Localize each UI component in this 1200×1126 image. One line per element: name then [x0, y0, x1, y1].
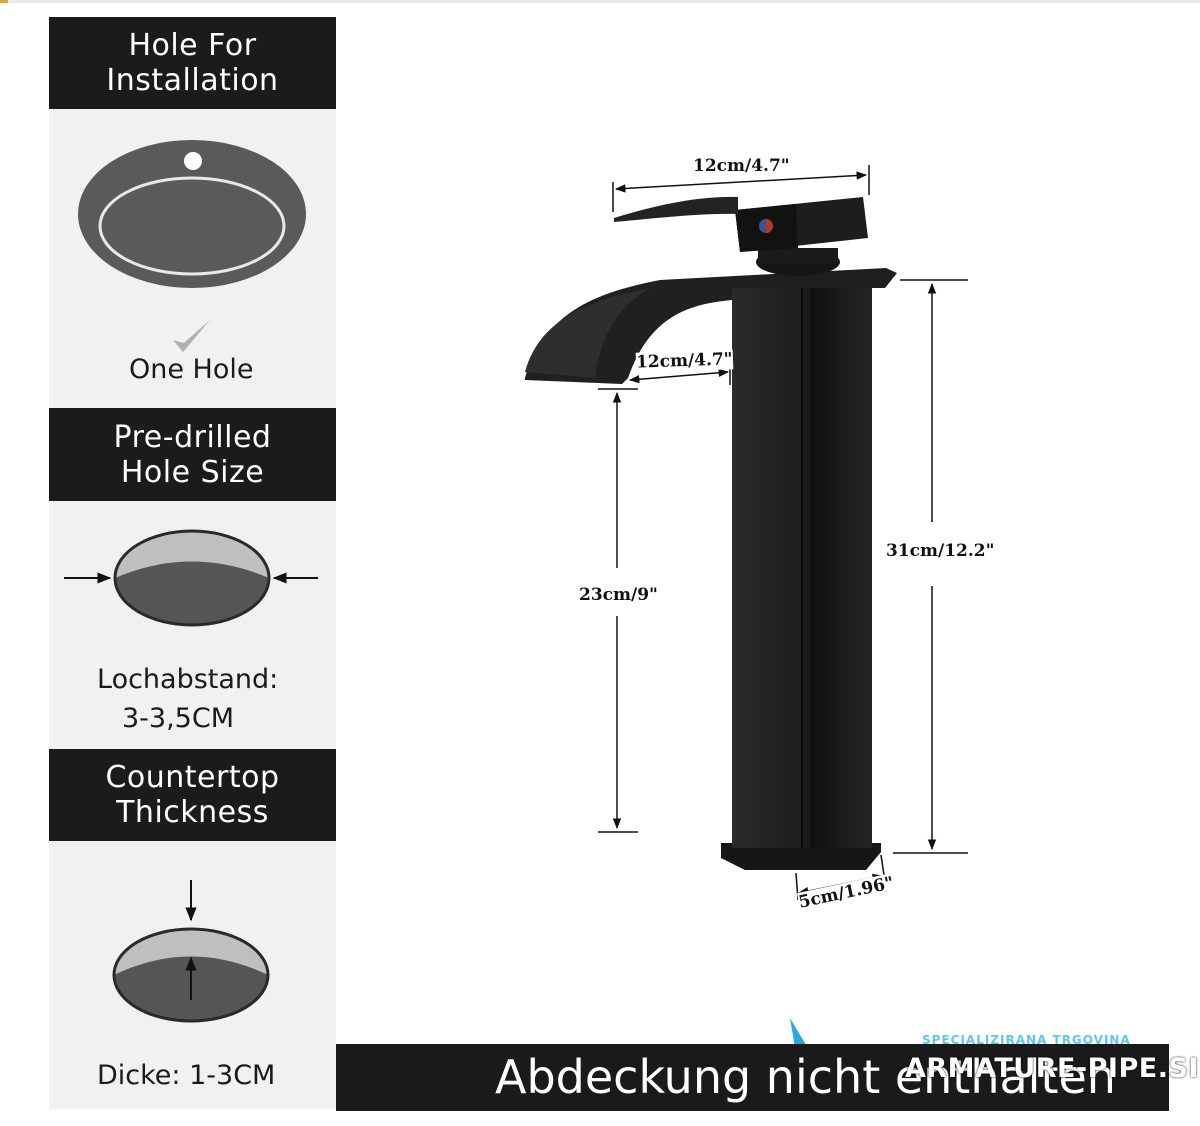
header-pre-drilled-hole-size: Pre-drilled Hole Size	[49, 408, 336, 501]
bottom-banner	[336, 1044, 1169, 1111]
thickness-icon	[112, 880, 270, 1023]
header-line1: Pre-drilled	[113, 419, 272, 455]
dim-top-width: 12cm/4.7"	[693, 156, 790, 176]
header-line2: Installation	[106, 63, 279, 98]
header-line1: Hole For	[128, 28, 257, 63]
header-line1: Countertop	[105, 760, 280, 795]
watermark-tagline: SPECIALIZIRANA TRGOVINA	[922, 1033, 1131, 1047]
faucet-drawing	[525, 196, 897, 870]
caption-hole-size-value: 3-3,5CM	[122, 703, 235, 734]
caption-one-hole: One Hole	[129, 354, 254, 385]
header-countertop-thickness: Countertop Thickness	[49, 749, 336, 841]
dim-spout-reach: 12cm/4.7"	[635, 349, 733, 373]
banner-text: Abdeckung nicht enthalten	[495, 1050, 1116, 1104]
check-mark-icon	[173, 320, 210, 352]
hole-size-icon	[64, 529, 318, 627]
top-accent	[0, 0, 8, 3]
watermark-brand: ARMATURE-PIPE.SI	[905, 1053, 1199, 1084]
dim-total-height: 31cm/12.2"	[886, 541, 995, 561]
header-hole-for-installation: Hole For Installation	[49, 17, 336, 109]
header-line2: Hole Size	[120, 454, 265, 490]
caption-thickness: Dicke: 1-3CM	[97, 1060, 276, 1091]
sink-one-hole-icon	[78, 140, 306, 288]
top-border	[0, 0, 1200, 3]
dim-spout-height: 23cm/9"	[579, 585, 658, 605]
header-line2: Thickness	[116, 795, 269, 830]
caption-lochabstand: Lochabstand:	[97, 664, 279, 695]
